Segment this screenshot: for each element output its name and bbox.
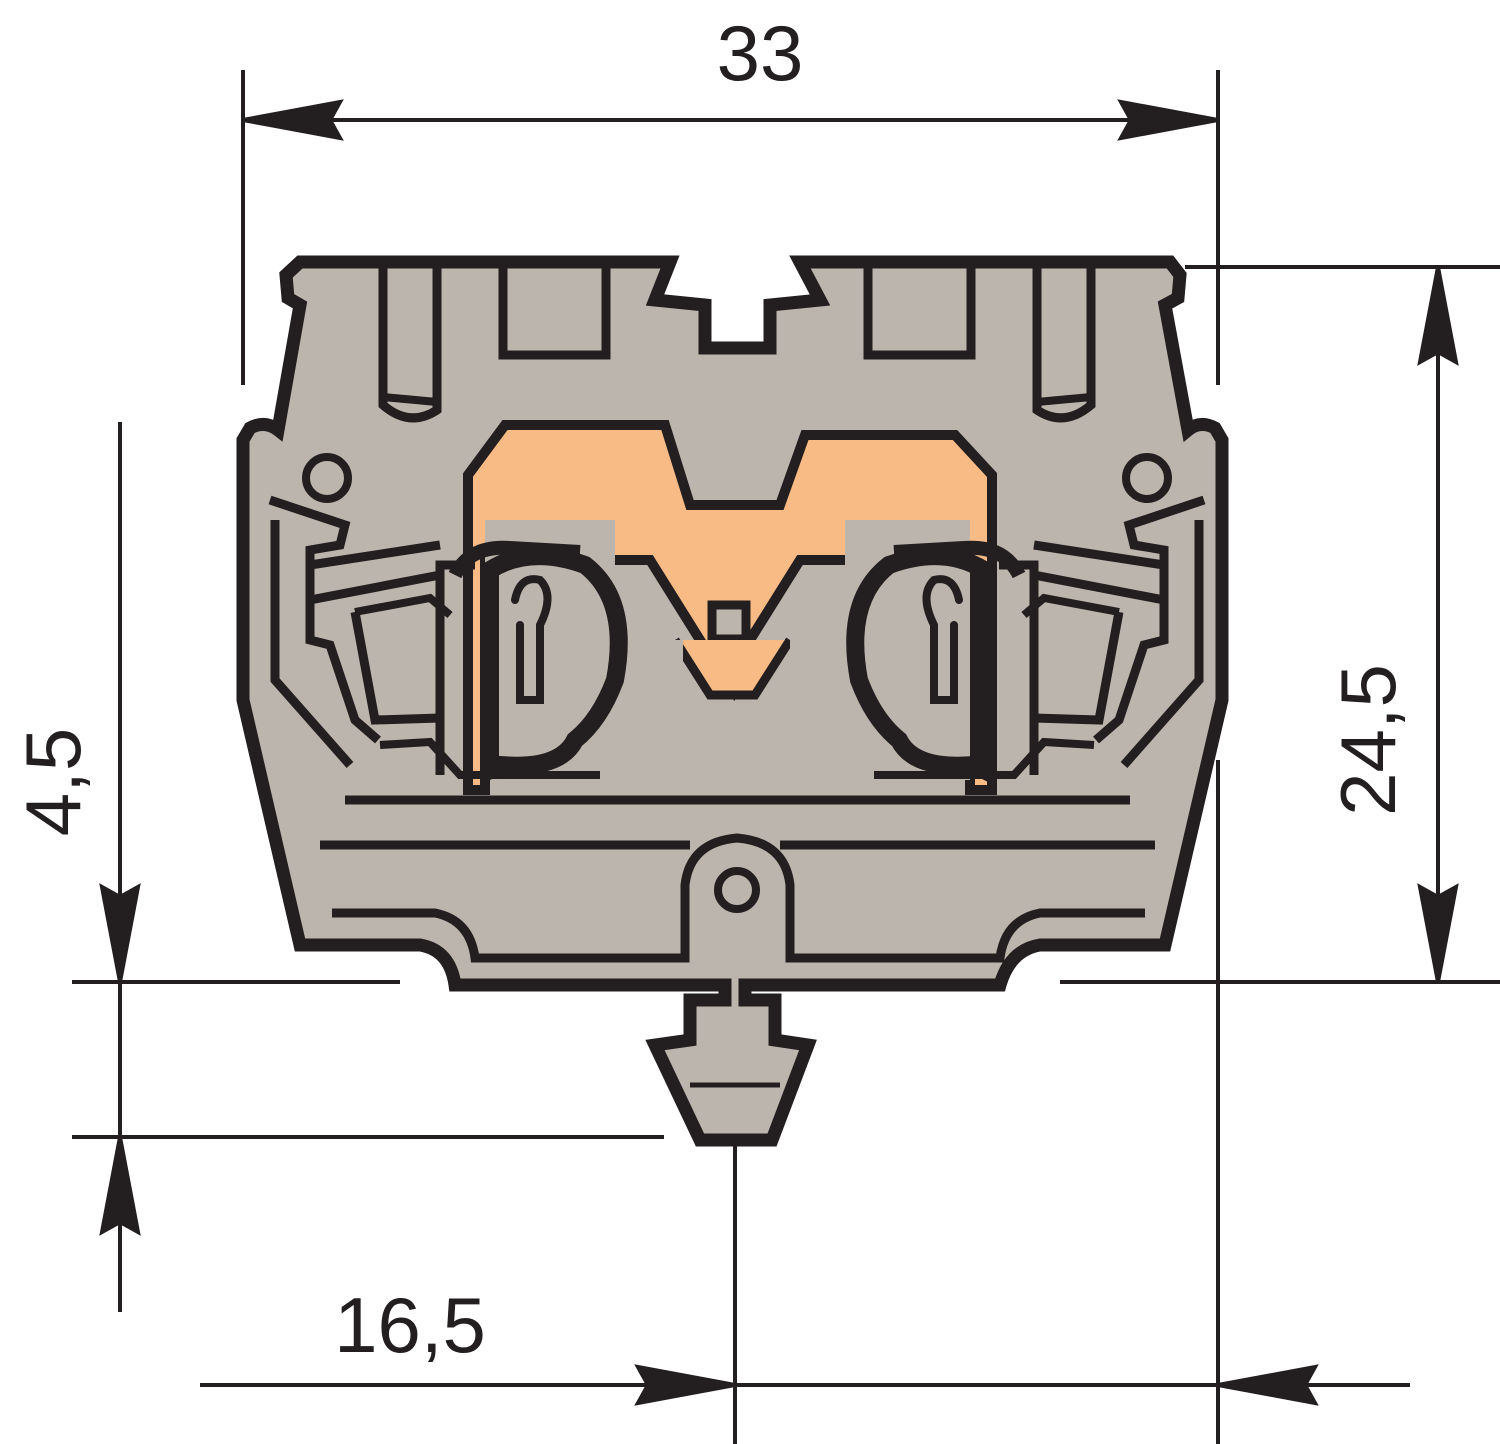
clamp-center-window [707,600,751,644]
spring-left [481,547,628,785]
spring-right [846,547,993,785]
dim-width-33: 33 [717,9,804,97]
dimension-lines [72,70,1500,1444]
dim-height-24-5: 24,5 [1324,664,1412,816]
dim-foot-4-5: 4,5 [9,728,97,836]
housing-rails [320,795,1155,1088]
dim-offset-16-5: 16,5 [334,1281,486,1369]
clamp-v-tip [671,637,794,700]
